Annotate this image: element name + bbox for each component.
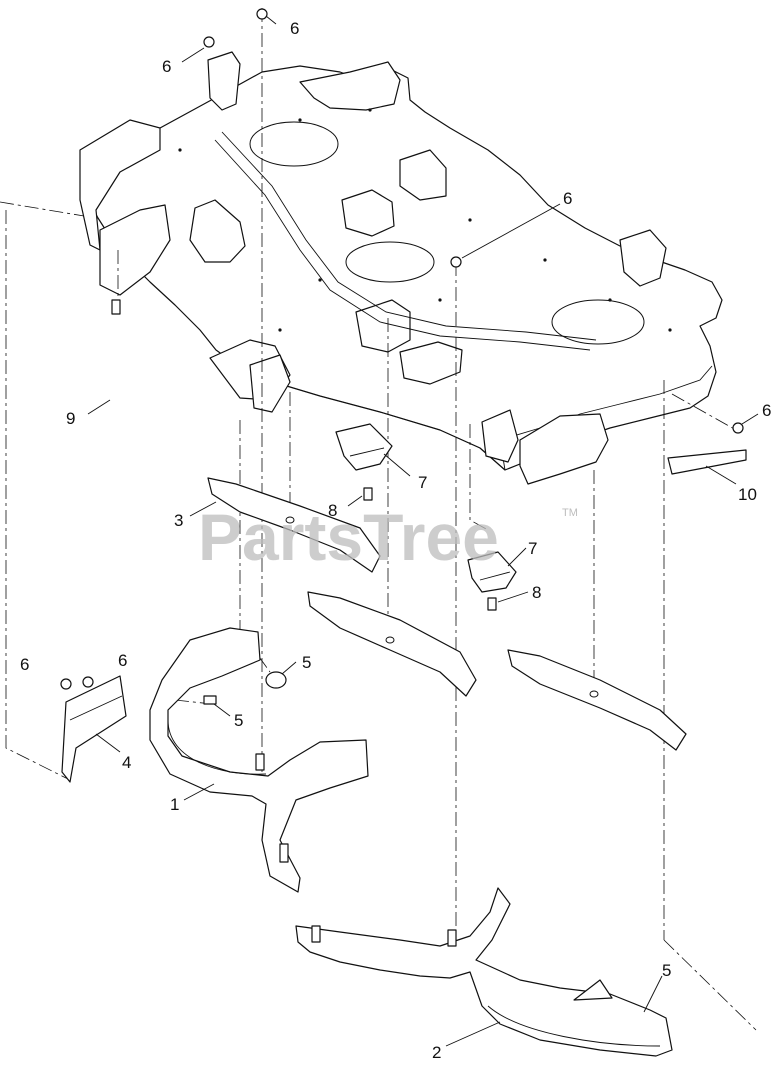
callout-7: 7 (528, 539, 537, 558)
callout-1: 1 (170, 795, 179, 814)
callout-6: 6 (563, 189, 572, 208)
callout-labels: 6 6 6 6 6 6 10 9 3 7 8 7 8 5 5 4 1 5 2 (20, 19, 771, 1062)
bracket-upper (335, 423, 393, 471)
callout-10: 10 (738, 485, 757, 504)
watermark: PartsTree TM (198, 500, 578, 574)
callout-4: 4 (122, 753, 131, 772)
callout-7: 7 (418, 473, 427, 492)
callout-8: 8 (328, 501, 337, 520)
callout-5: 5 (234, 711, 243, 730)
nuts-bolts (60, 8, 744, 1023)
callout-5: 5 (662, 961, 671, 980)
leader-lines (87, 15, 759, 1047)
baffle-upper (149, 627, 369, 893)
callout-6: 6 (762, 401, 771, 420)
callout-6: 6 (162, 57, 171, 76)
watermark-text: PartsTree (198, 500, 499, 574)
blade-left (207, 477, 381, 573)
callout-2: 2 (432, 1043, 441, 1062)
bracket-lower (467, 551, 517, 593)
callout-6: 6 (20, 655, 29, 674)
callout-5: 5 (302, 653, 311, 672)
blade-center (307, 591, 477, 697)
watermark-tm: TM (562, 507, 578, 519)
decal (667, 449, 747, 475)
callout-9: 9 (66, 409, 75, 428)
baffle-plate (61, 675, 127, 783)
callout-8: 8 (532, 583, 541, 602)
callout-3: 3 (174, 511, 183, 530)
centerlines (0, 8, 757, 1031)
mower-deck (79, 51, 723, 485)
baffle-lower (295, 887, 673, 1057)
callout-6: 6 (290, 19, 299, 38)
callout-6: 6 (118, 651, 127, 670)
blade-right (507, 649, 687, 751)
